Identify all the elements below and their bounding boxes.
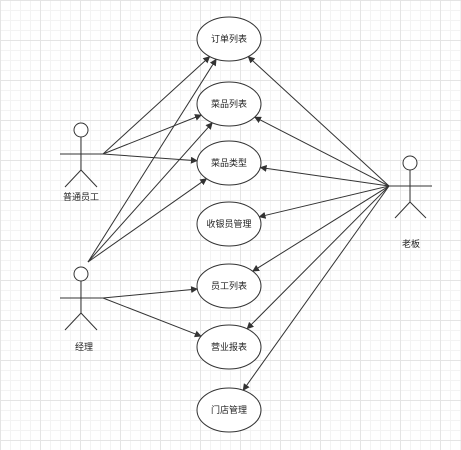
association-lines	[87, 56, 390, 391]
actor-label-staff: 普通员工	[63, 191, 99, 203]
association-arrow-staff-dish-list	[102, 114, 202, 155]
actor-head	[73, 122, 89, 138]
actor-boss[interactable]	[389, 155, 432, 219]
use-case-store-mgmt[interactable]: 门店管理	[196, 387, 262, 433]
association-arrow-boss-business-report	[246, 185, 390, 330]
use-case-business-report[interactable]: 营业报表	[196, 324, 262, 370]
association-arrow-boss-cashier-mgmt	[258, 185, 390, 219]
association-arrow-boss-dish-list	[254, 116, 390, 187]
actor-head	[73, 266, 89, 282]
use-case-label: 门店管理	[211, 404, 247, 416]
use-case-label: 营业报表	[211, 341, 247, 353]
association-arrow-manager-business-report	[102, 297, 202, 338]
use-case-label: 菜品类型	[211, 157, 247, 169]
actor-label-manager: 经理	[75, 341, 93, 353]
association-arrow-staff-dish-type	[102, 153, 198, 164]
actor-head	[402, 155, 418, 171]
use-case-employee-list[interactable]: 员工列表	[196, 263, 262, 309]
association-arrow-manager-employee-list	[102, 286, 198, 299]
association-arrow-boss-order-list	[247, 56, 390, 187]
use-case-label: 菜品列表	[211, 98, 247, 110]
association-arrow-boss-store-mgmt	[242, 185, 390, 391]
actor-manager[interactable]	[60, 266, 103, 331]
use-case-order-list[interactable]: 订单列表	[196, 16, 262, 62]
actor-staff[interactable]	[60, 122, 103, 188]
use-case-cashier-mgmt[interactable]: 收银员管理	[196, 201, 262, 247]
association-arrow-boss-dish-type	[259, 164, 390, 187]
use-case-dish-list[interactable]: 菜品列表	[196, 81, 262, 127]
use-case-label: 收银员管理	[206, 218, 251, 230]
association-arrow-manager-dish-type	[87, 178, 208, 263]
use-case-dish-type[interactable]: 菜品类型	[196, 140, 262, 186]
use-case-label: 员工列表	[211, 280, 247, 292]
actor-label-boss: 老板	[402, 238, 420, 250]
association-arrow-manager-dish-list	[87, 122, 213, 263]
association-arrow-manager-order-list	[87, 58, 217, 263]
use-case-label: 订单列表	[211, 33, 247, 45]
association-arrow-staff-order-list	[102, 56, 211, 155]
association-arrow-boss-employee-list	[252, 185, 390, 272]
